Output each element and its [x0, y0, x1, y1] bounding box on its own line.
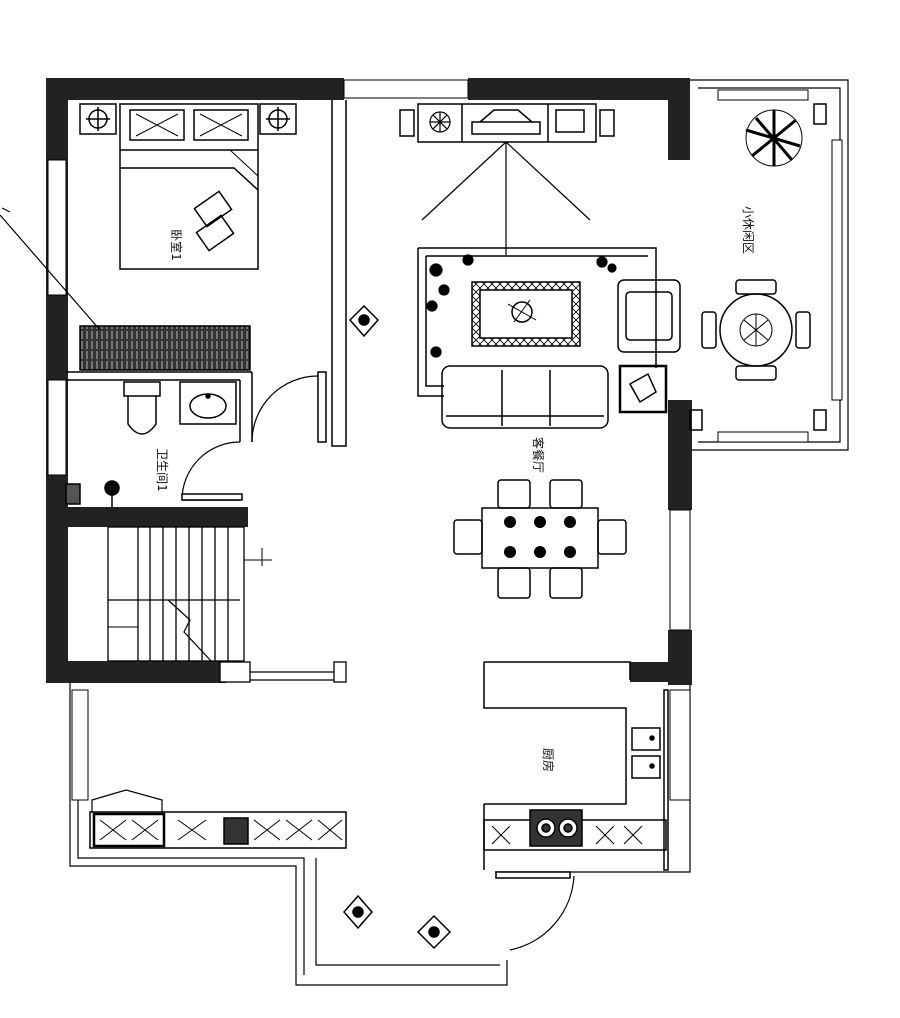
- living-dining-label: 客餐厅: [531, 437, 546, 473]
- kitchen: [483, 661, 669, 951]
- staircase: [107, 526, 347, 683]
- sink: [179, 381, 237, 425]
- potted-plant-icon: [429, 111, 451, 133]
- bathroom: [65, 375, 319, 507]
- outline: [69, 79, 849, 986]
- bed: [119, 103, 259, 270]
- shower-head: [104, 480, 120, 496]
- kitchen-label: 厨房: [541, 748, 556, 772]
- sunroom: [689, 103, 827, 431]
- sunroom-label: 小休闲区: [741, 206, 755, 254]
- armchair: [617, 279, 681, 353]
- potted-plant-icon: [745, 109, 803, 167]
- nightstand-right: [259, 103, 297, 135]
- dining-set: [453, 479, 627, 599]
- radiator: [79, 325, 251, 371]
- tv-icon: [471, 121, 541, 135]
- bedroom: [0, 103, 297, 371]
- nightstand-left: [79, 103, 117, 135]
- living-sofa-set: [417, 247, 681, 429]
- toilet: [123, 381, 161, 397]
- windows: [47, 79, 843, 801]
- potted-plant-icon: [426, 254, 617, 358]
- entry-cabinets: [89, 789, 347, 849]
- compass-arrow-icon: [416, 914, 452, 950]
- sofa: [441, 365, 609, 429]
- tv-wall: [399, 103, 615, 255]
- side-table: [618, 364, 668, 414]
- interior-walls: [66, 100, 347, 447]
- compass-arrow-icon: [343, 894, 373, 930]
- compass-arrow-icon: [348, 304, 380, 338]
- kitchen-sink: [631, 727, 661, 751]
- bedroom-label: 卧室1: [169, 229, 184, 261]
- bathroom-label: 卫生间1: [155, 448, 169, 492]
